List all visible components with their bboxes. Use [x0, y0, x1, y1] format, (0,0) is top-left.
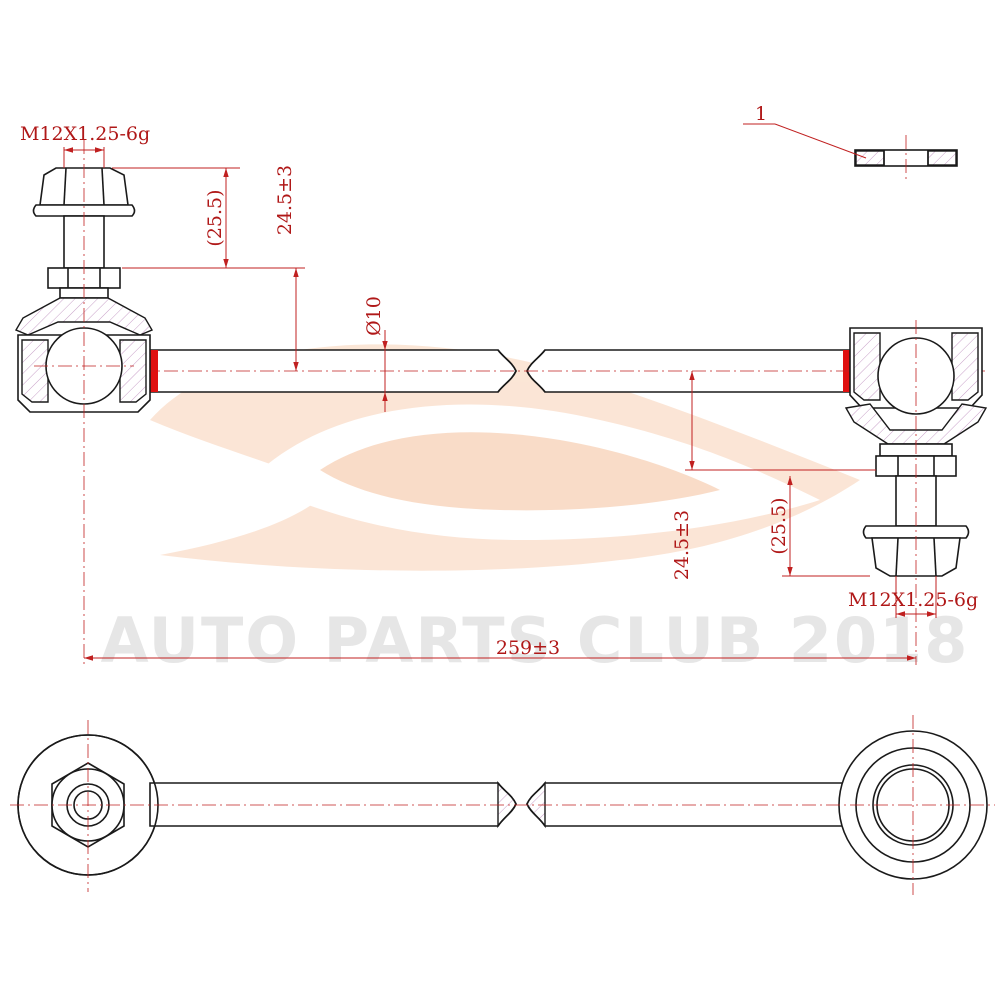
dimensions-left: M12X1.25-6g (25.5) 24.5±3 Ø10: [20, 123, 388, 412]
thread-label-right: M12X1.25-6g: [848, 589, 978, 611]
link-rod: [20, 349, 985, 393]
left-ball-joint: [14, 140, 154, 665]
overall-length: 259±3: [496, 637, 560, 659]
callout-number: 1: [755, 103, 767, 125]
right-ball-joint: [844, 320, 988, 665]
rod-diameter: Ø10: [363, 296, 385, 336]
washer-part-1: 1: [743, 103, 958, 180]
thread-label-left: M12X1.25-6g: [20, 123, 150, 145]
watermark-logo: [150, 344, 860, 571]
dimensions-right: 24.5±3 (25.5) M12X1.25-6g: [671, 371, 978, 618]
overall-length-dimension: 259±3: [84, 637, 916, 661]
watermark-text: AUTO PARTS CLUB 2018: [101, 604, 970, 677]
height-left: 24.5±3: [274, 165, 296, 235]
stud-length-left: (25.5): [204, 189, 226, 246]
height-right: 24.5±3: [671, 510, 693, 580]
plan-view: [10, 715, 995, 895]
stud-length-right: (25.5): [768, 497, 790, 554]
